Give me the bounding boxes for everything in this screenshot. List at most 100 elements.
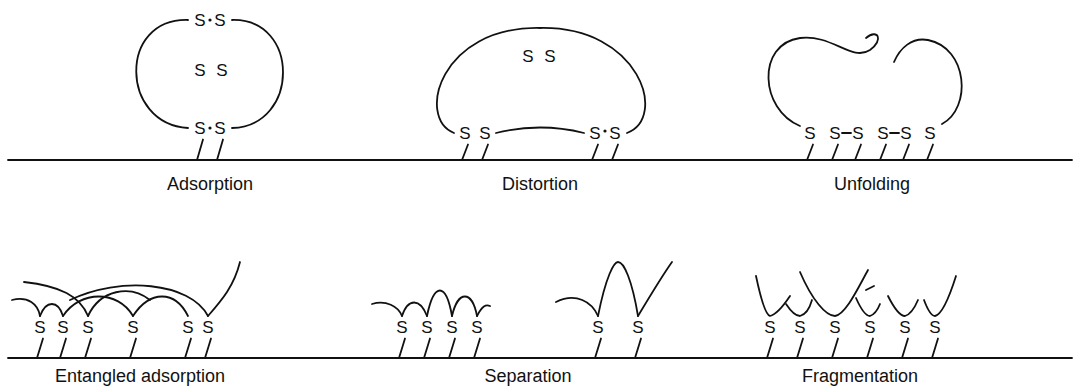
sulfur-label: S [544,48,555,65]
sulfur-label: S [877,125,888,142]
anchor-leg [197,140,203,161]
sulfur-label: S [396,319,407,336]
panel-caption: Distortion [502,175,578,193]
sulfur-label: S [929,319,940,336]
panel-caption: Separation [484,367,571,385]
anchor-leg [462,145,468,161]
anchor-leg [903,145,909,161]
anchor-leg [612,145,618,161]
sulfur-label: S [57,319,68,336]
anchor-leg [474,339,480,359]
protein-chain [40,304,63,316]
protein-chain [556,298,598,316]
anchor-leg [807,145,813,161]
anchor-leg [205,339,211,359]
anchor-leg [449,339,455,359]
anchor-leg [832,145,838,161]
anchor-leg [424,339,430,359]
sulfur-label: S [479,125,490,142]
protein-fragment [888,296,918,316]
panel-caption: Fragmentation [802,367,918,385]
protein-chain [598,262,638,316]
protein-fragment [924,276,956,316]
sulfur-label: S [924,125,935,142]
sulfur-label: S [522,48,533,65]
surface-line [8,357,1072,359]
sulfur-label: S [899,319,910,336]
sulfur-label: S [900,125,911,142]
sulfur-label: S [127,319,138,336]
anchor-leg [217,140,223,161]
bond-line [890,132,899,134]
protein-chain [427,291,452,317]
panel-caption: Adsorption [167,175,253,193]
sulfur-label: S [459,125,470,142]
protein-fragment [856,298,880,316]
sulfur-label: S [852,125,863,142]
sulfur-label: S [592,319,603,336]
sulfur-label: S [34,319,45,336]
protein-chain [768,34,878,126]
sulfur-label: S [194,12,205,29]
protein-chain [638,262,672,316]
anchor-leg [635,339,641,359]
anchor-leg [855,145,861,161]
sulfur-label: S [421,319,432,336]
sulfur-label: S [214,120,225,137]
sulfur-label: S [194,120,205,137]
anchor-leg [880,145,886,161]
protein-fragment [866,286,874,290]
anchor-legs [37,140,938,359]
protein-chain [88,291,150,316]
protein-chain [70,285,208,316]
sulfur-label: S [829,125,840,142]
bond-dot [603,129,606,132]
panel-caption: Entangled adsorption [55,367,225,385]
sulfur-label: S [589,125,600,142]
sulfur-label: S [194,62,205,79]
anchor-leg [37,339,43,359]
anchor-leg [399,339,405,359]
panel-caption: Unfolding [834,175,910,193]
anchor-leg [595,339,601,359]
protein-chain [477,305,490,316]
anchor-leg [482,145,488,161]
sulfur-label: S [182,319,193,336]
sulfur-label: S [202,319,213,336]
sulfur-label: S [214,12,225,29]
bond-dot [208,126,211,129]
anchor-leg [832,339,838,359]
sulfur-label: S [864,319,875,336]
anchor-leg [185,339,191,359]
protein-chain [24,282,88,316]
sulfur-label: S [794,319,805,336]
sulfur-label: S [609,125,620,142]
protein-fragment [800,270,868,316]
protein-chain [437,28,645,133]
sulfur-label: S [216,62,227,79]
sulfur-label: S [446,319,457,336]
protein-fragment [756,276,790,316]
anchor-leg [927,145,933,161]
sulfur-label: S [471,319,482,336]
protein-chain [894,40,962,124]
anchor-leg [797,339,803,359]
anchor-leg [60,339,66,359]
protein-chain [452,297,477,317]
protein-chain [12,299,40,316]
sulfur-label: S [82,319,93,336]
protein-chain [402,303,427,317]
anchor-leg [932,339,938,359]
sulfur-label: S [804,125,815,142]
protein-fragment [786,300,812,316]
anchor-leg [902,339,908,359]
protein-chain [208,262,240,316]
sulfur-label: S [829,319,840,336]
protein-chain [63,297,133,317]
anchor-leg [767,339,773,359]
protein-chain [232,20,283,128]
protein-chain [372,303,402,316]
sulfur-label: S [764,319,775,336]
